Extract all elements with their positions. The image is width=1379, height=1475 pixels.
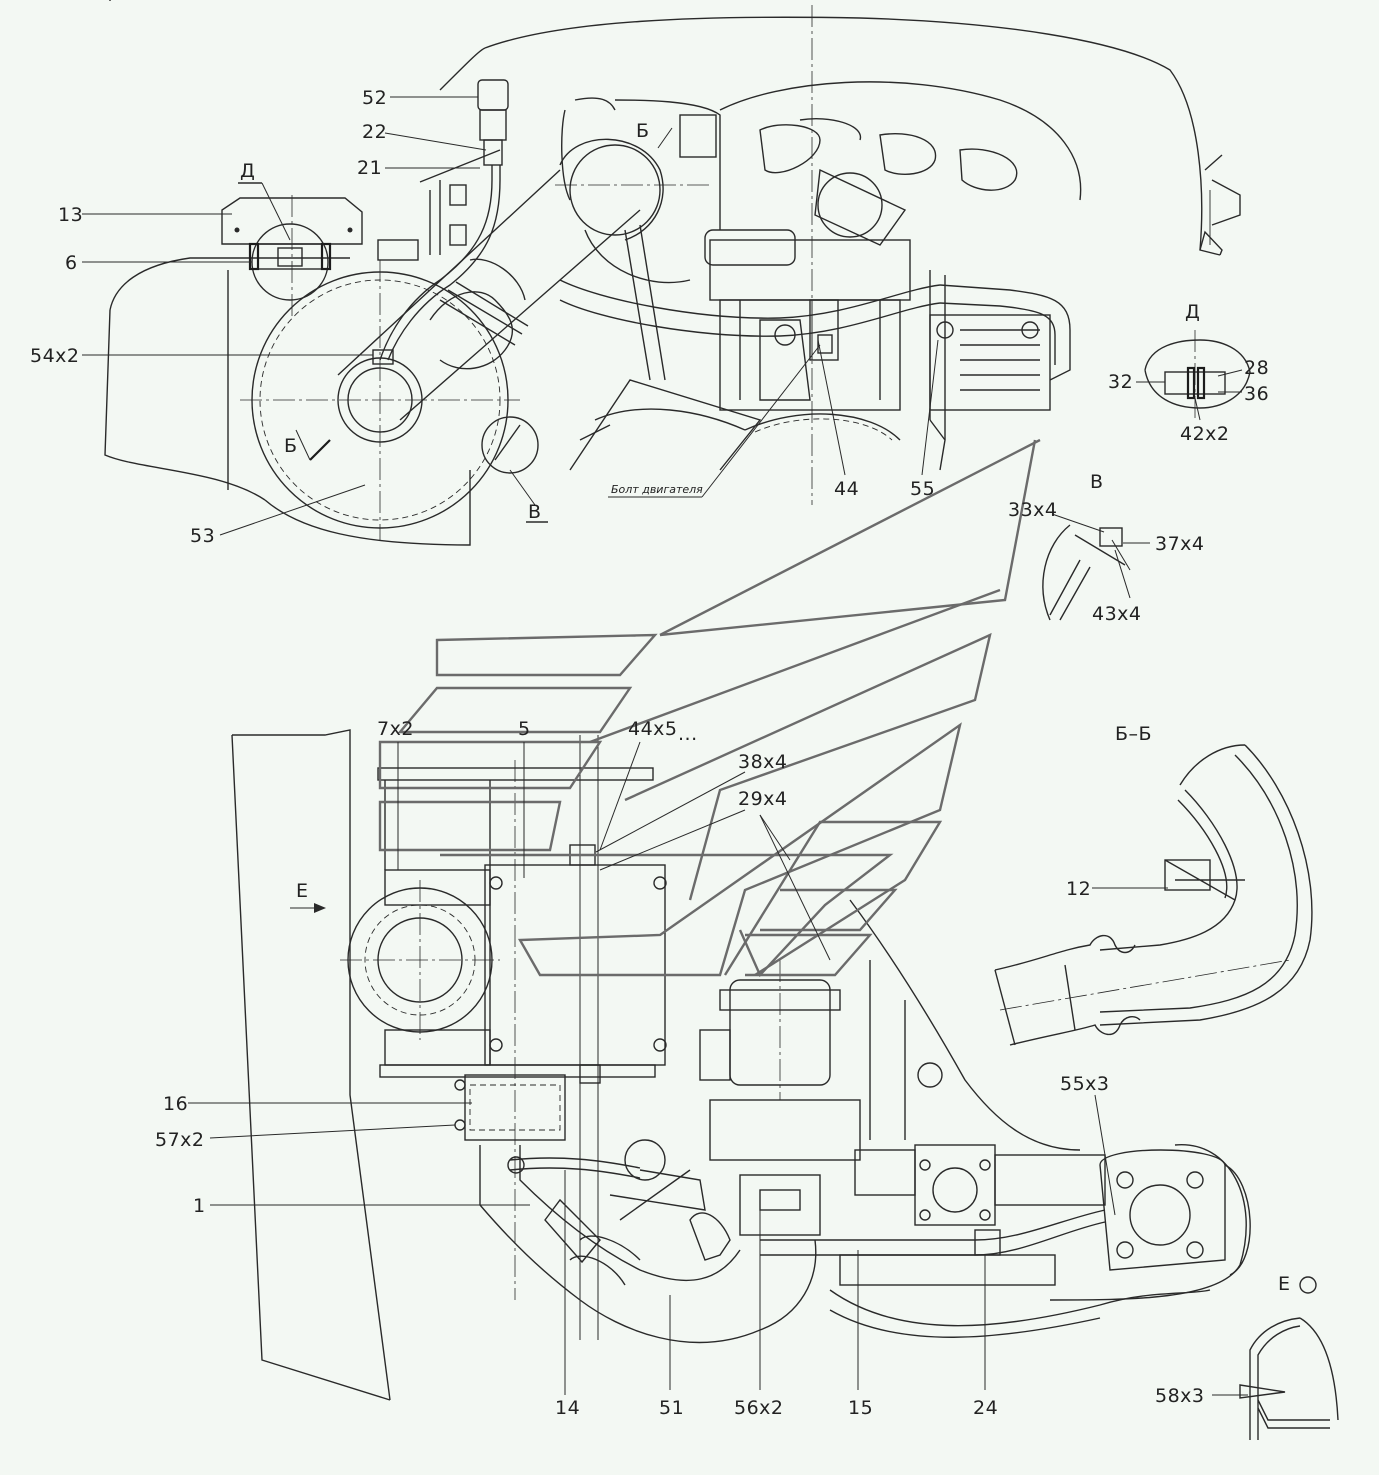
label-16: 16: [163, 1093, 188, 1115]
label-5: 5: [518, 718, 531, 740]
label-55x3: 55x3: [1060, 1073, 1110, 1095]
label-57x2: 57x2: [155, 1129, 205, 1151]
label-54x2: 54x2: [30, 345, 80, 367]
label-12: 12: [1066, 878, 1091, 900]
view-e-detail: Е 58x3: [1155, 1273, 1339, 1440]
label-7x2: 7x2: [377, 718, 414, 740]
section-b-b: Б–Б 12: [994, 723, 1313, 1046]
label-14: 14: [555, 1397, 580, 1419]
top-view-callouts: 52 22 21 13 6 54x2 53 44 55 Д Б Б В Болт…: [30, 87, 939, 547]
label-53: 53: [190, 525, 215, 547]
label-22: 22: [362, 121, 387, 143]
view-e-marker: Е: [296, 880, 309, 902]
view-v-marker: В: [528, 501, 542, 523]
label-43x4: 43x4: [1092, 603, 1142, 625]
detail-d: Д 32 28 36 42x2: [1108, 301, 1269, 445]
top-assembly-view: [104, 0, 1241, 637]
dots-note: ...: [678, 723, 698, 745]
label-36: 36: [1244, 383, 1269, 405]
label-44: 44: [834, 478, 859, 500]
label-13: 13: [58, 204, 83, 226]
label-15: 15: [848, 1397, 873, 1419]
label-24: 24: [973, 1397, 998, 1419]
label-6: 6: [65, 252, 78, 274]
detail-v-title: В: [1090, 471, 1104, 493]
bottom-assembly-view: Е: [231, 438, 1251, 1401]
label-51: 51: [659, 1397, 684, 1419]
label-52: 52: [362, 87, 387, 109]
bottom-view-callouts: 7x2 5 44x5 ... 38x4 29x4 16 57x2 1 55x3 …: [155, 718, 1116, 1419]
label-32: 32: [1108, 371, 1133, 393]
view-b-marker-top: Б: [636, 120, 650, 142]
detail-d-title: Д: [1185, 301, 1200, 323]
detail-v: В 33x4 37x4 43x4: [1008, 471, 1205, 625]
label-56x2: 56x2: [734, 1397, 784, 1419]
view-b-marker-left: Б: [284, 435, 298, 457]
label-42x2: 42x2: [1180, 423, 1230, 445]
label-28: 28: [1244, 357, 1269, 379]
label-55: 55: [910, 478, 935, 500]
label-58x3: 58x3: [1155, 1385, 1205, 1407]
label-44x5: 44x5: [628, 718, 678, 740]
view-e-title: Е: [1278, 1273, 1291, 1295]
label-1: 1: [193, 1195, 206, 1217]
view-d-marker: Д: [240, 160, 255, 182]
label-37x4: 37x4: [1155, 533, 1205, 555]
section-bb-title: Б–Б: [1115, 723, 1152, 745]
label-21: 21: [357, 157, 382, 179]
label-29x4: 29x4: [738, 788, 788, 810]
label-33x4: 33x4: [1008, 499, 1058, 521]
label-38x4: 38x4: [738, 751, 788, 773]
engine-bolt-note: Болт двигателя: [611, 483, 703, 496]
